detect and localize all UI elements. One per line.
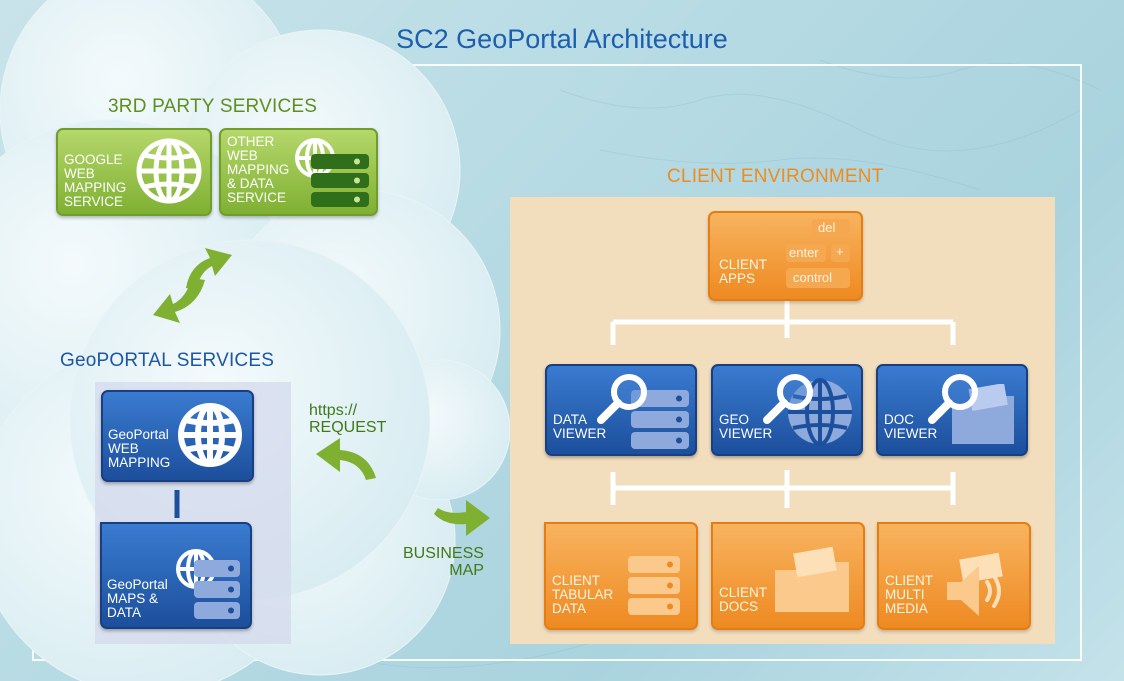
third-party-heading: 3RD PARTY SERVICES (108, 96, 318, 117)
magnifier-icon (763, 374, 813, 424)
page-title: SC2 GeoPortal Architecture (396, 24, 728, 54)
server-icon (311, 154, 369, 207)
doc-viewer-box: DOC VIEWER (876, 364, 1028, 456)
plus-key: + (831, 244, 850, 262)
magnifier-icon (597, 374, 647, 424)
request-flow-label: https:// REQUEST (309, 402, 387, 436)
plus-key-label: + (836, 244, 844, 259)
data-viewer-box: DATA VIEWER (545, 364, 697, 456)
other-service-label: OTHER WEB MAPPING & DATA SERVICE (227, 134, 290, 205)
client-docs-label: CLIENT DOCS (719, 585, 768, 614)
doc-viewer-label: DOC VIEWER (884, 412, 938, 441)
control-key-label: control (793, 270, 833, 285)
globe-icon (178, 403, 242, 467)
client-apps-box: CLIENT APPS del enter + control (708, 211, 863, 301)
globe-icon (788, 378, 852, 446)
magnifier-icon (928, 374, 978, 424)
other-mapping-service-box: OTHER WEB MAPPING & DATA SERVICE (219, 128, 378, 216)
bracket-connector (610, 300, 956, 508)
control-key: control (786, 268, 850, 288)
client-multimedia-box: CLIENT MULTI MEDIA (877, 522, 1031, 630)
client-environment-heading: CLIENT ENVIRONMENT (667, 166, 884, 187)
data-viewer-label: DATA VIEWER (553, 412, 607, 441)
del-key-label: del (818, 220, 836, 235)
business-map-flow-label: BUSINESS MAP (403, 545, 484, 579)
client-tabular-data-box: CLIENT TABULAR DATA (544, 522, 698, 630)
geoportal-web-mapping-box: GeoPortal WEB MAPPING (101, 390, 254, 482)
geo-viewer-label: GEO VIEWER (719, 412, 773, 441)
folder-icon (775, 546, 849, 612)
geo-viewer-box: GEO VIEWER (711, 364, 863, 456)
google-mapping-service-box: GOOGLE WEB MAPPING SERVICE (56, 128, 212, 216)
globe-icon (136, 138, 202, 204)
arrow-icon (153, 248, 490, 536)
geoportal-maps-data-box: GeoPortal MAPS & DATA (100, 522, 252, 629)
speaker-icon (947, 552, 1003, 616)
maps-data-label: GeoPortal MAPS & DATA (107, 577, 168, 620)
google-service-label: GOOGLE WEB MAPPING SERVICE (64, 152, 127, 209)
server-icon (628, 556, 680, 615)
enter-key: enter (786, 244, 826, 262)
web-mapping-label: GeoPortal WEB MAPPING (108, 427, 171, 470)
server-icon (194, 560, 240, 619)
enter-key-label: enter (789, 245, 819, 260)
client-docs-box: CLIENT DOCS (711, 522, 865, 630)
client-apps-label: CLIENT APPS (719, 257, 768, 286)
client-multimedia-label: CLIENT MULTI MEDIA (885, 573, 934, 616)
del-key: del (812, 219, 850, 237)
geoportal-heading: GeoPORTAL SERVICES (60, 350, 275, 371)
client-tabular-label: CLIENT TABULAR DATA (552, 573, 614, 616)
